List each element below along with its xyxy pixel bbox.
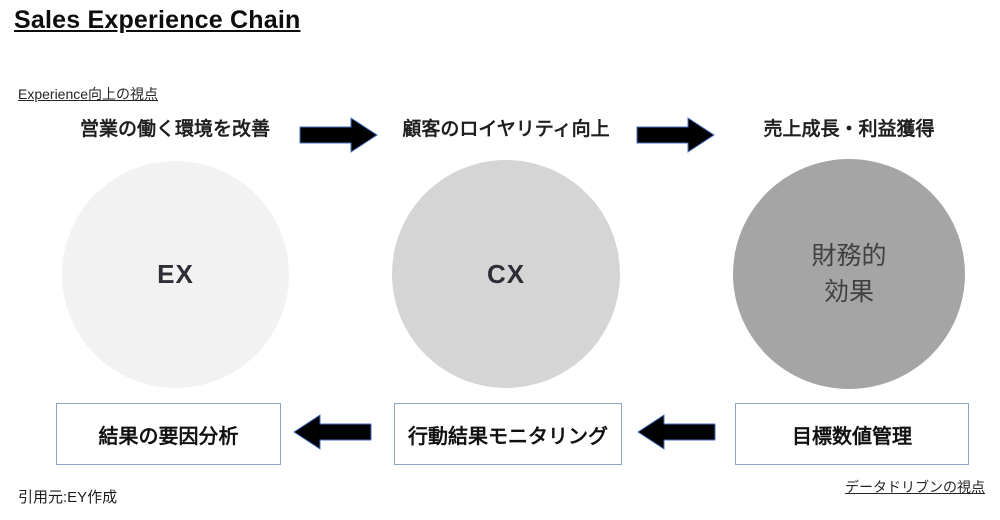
ex-circle-label: EX <box>157 259 194 289</box>
flow-step-1-label: 営業の働く環境を改善 <box>79 119 270 140</box>
arrow-right-icon <box>636 117 715 153</box>
arrow-left-icon <box>637 414 716 450</box>
experience-perspective-label: Experience向上の視点 <box>18 86 159 102</box>
flow-step-2-label: 顧客のロイヤリティ向上 <box>402 119 610 140</box>
feedback-box-result-factor-analysis: 結果の要因分析 <box>56 403 281 465</box>
ex-circle: EX <box>62 161 289 388</box>
feedback-box-label: 結果の要因分析 <box>98 425 239 448</box>
arrow-right-icon <box>299 117 378 153</box>
data-driven-perspective-label: データドリブンの視点 <box>845 479 985 495</box>
cx-circle: CX <box>392 160 620 388</box>
page-title: Sales Experience Chain <box>14 6 301 34</box>
flow-step-3-label: 売上成長・利益獲得 <box>763 119 935 140</box>
feedback-box-label: 目標数値管理 <box>792 425 912 448</box>
financial-effect-circle-label: 財務的 効果 <box>811 241 887 306</box>
arrow-left-icon <box>293 414 372 450</box>
feedback-box-action-result-monitoring: 行動結果モニタリング <box>394 403 622 465</box>
feedback-box-label: 行動結果モニタリング <box>408 425 608 448</box>
cx-circle-label: CX <box>486 258 526 289</box>
feedback-box-target-value-management: 目標数値管理 <box>735 403 969 465</box>
source-credit: 引用元:EY作成 <box>18 489 118 506</box>
financial-effect-circle: 財務的 効果 <box>733 159 965 389</box>
